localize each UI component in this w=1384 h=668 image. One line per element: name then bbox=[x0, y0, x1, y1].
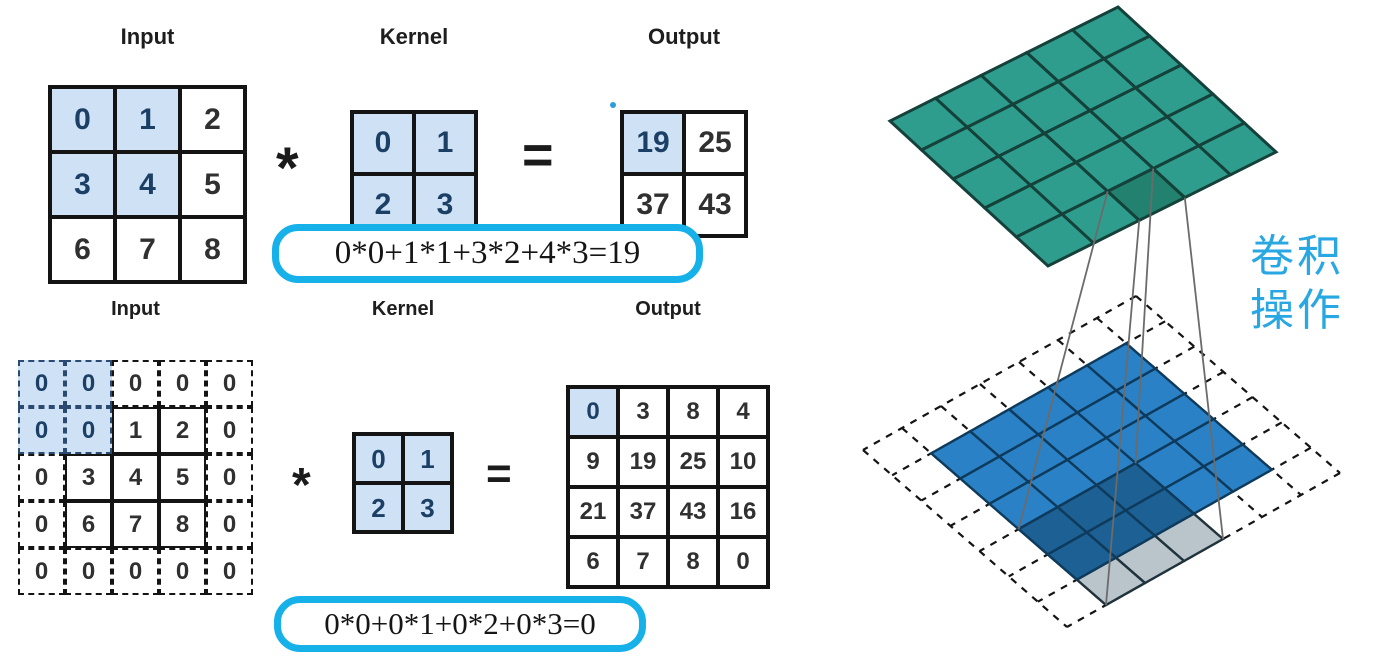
matrix-cell: 25 bbox=[684, 112, 746, 174]
matrix-cell: 0 bbox=[159, 360, 206, 407]
matrix-cell: 1 bbox=[115, 87, 180, 152]
cursor-dot bbox=[610, 102, 616, 108]
matrix-cell: 25 bbox=[668, 437, 718, 487]
matrix-cell: 2 bbox=[354, 483, 403, 532]
matrix-cell: 8 bbox=[180, 217, 245, 282]
matrix-cell: 4 bbox=[112, 454, 159, 501]
padding-grid-line bbox=[862, 295, 1137, 451]
formula-highlight-1: 0*0+1*1+3*2+4*3=19 bbox=[272, 224, 703, 283]
convolution-operator-1: * bbox=[276, 136, 299, 201]
matrix-cell: 1 bbox=[403, 434, 452, 483]
matrix-cell: 8 bbox=[159, 501, 206, 548]
matrix-cell: 2 bbox=[159, 407, 206, 454]
matrix-cell: 0 bbox=[159, 548, 206, 595]
matrix-cell: 43 bbox=[668, 487, 718, 537]
matrix-cell: 9 bbox=[568, 437, 618, 487]
matrix-cell: 5 bbox=[159, 454, 206, 501]
matrix-cell: 3 bbox=[65, 454, 112, 501]
matrix-cell: 0 bbox=[718, 537, 768, 587]
matrix-cell: 3 bbox=[618, 387, 668, 437]
matrix-cell: 19 bbox=[618, 437, 668, 487]
matrix-cell: 0 bbox=[112, 360, 159, 407]
kernel-label-1: Kernel bbox=[379, 24, 449, 49]
matrix-cell: 4 bbox=[115, 152, 180, 217]
matrix-cell: 0 bbox=[65, 407, 112, 454]
matrix-cell: 0 bbox=[65, 360, 112, 407]
matrix-cell: 0 bbox=[112, 548, 159, 595]
matrix-cell: 1 bbox=[414, 112, 476, 174]
matrix-cell: 3 bbox=[50, 152, 115, 217]
window-input-cell bbox=[1045, 530, 1118, 582]
matrix-cell: 0 bbox=[206, 360, 253, 407]
matrix-cell: 21 bbox=[568, 487, 618, 537]
formula-highlight-2: 0*0+0*1+0*2+0*3=0 bbox=[274, 596, 646, 652]
padding-grid-line bbox=[862, 449, 1068, 628]
matrix-cell: 8 bbox=[668, 387, 718, 437]
matrix-cell: 8 bbox=[668, 537, 718, 587]
input-label-1: Input bbox=[120, 24, 175, 49]
matrix-cell: 7 bbox=[115, 217, 180, 282]
matrix-cell: 0 bbox=[18, 407, 65, 454]
convolution-3d-illustration bbox=[862, 5, 1341, 628]
kernel-label-2: Kernel bbox=[371, 298, 435, 320]
matrix-cell: 6 bbox=[65, 501, 112, 548]
matrix-cell: 43 bbox=[684, 174, 746, 236]
equals-sign-1: = bbox=[522, 125, 554, 185]
matrix-cell: 10 bbox=[718, 437, 768, 487]
matrix-cell: 0 bbox=[18, 501, 65, 548]
output-sheet-cell bbox=[1013, 212, 1097, 268]
matrix-cell: 3 bbox=[403, 483, 452, 532]
matrix-cell: 37 bbox=[618, 487, 668, 537]
matrix-cell: 0 bbox=[18, 454, 65, 501]
output-label-2: Output bbox=[635, 298, 701, 320]
equals-sign-2: = bbox=[486, 449, 512, 498]
matrix-cell: 0 bbox=[206, 501, 253, 548]
matrix-cell: 1 bbox=[112, 407, 159, 454]
padding-grid-line bbox=[1135, 295, 1341, 474]
annotation-line-2: 操作 bbox=[1250, 286, 1344, 335]
convolution-operator-2: * bbox=[292, 459, 311, 512]
annotation-text: 卷积 操作 bbox=[1250, 230, 1344, 338]
matrix-cell: 0 bbox=[18, 360, 65, 407]
matrix-cell: 0 bbox=[568, 387, 618, 437]
matrix-cell: 0 bbox=[65, 548, 112, 595]
matrix-cell: 5 bbox=[180, 152, 245, 217]
projection-line bbox=[1105, 220, 1141, 606]
matrix-cell: 6 bbox=[50, 217, 115, 282]
matrix-cell: 7 bbox=[618, 537, 668, 587]
annotation-line-1: 卷积 bbox=[1250, 232, 1344, 281]
output-label-1: Output bbox=[647, 24, 721, 49]
projection-line bbox=[1183, 197, 1224, 540]
matrix-cell: 0 bbox=[352, 112, 414, 174]
matrix-cell: 2 bbox=[180, 87, 245, 152]
matrix-cell: 6 bbox=[568, 537, 618, 587]
projection-line bbox=[1134, 168, 1155, 464]
matrix-cell: 0 bbox=[206, 548, 253, 595]
matrix-cell: 19 bbox=[622, 112, 684, 174]
matrix-cell: 0 bbox=[18, 548, 65, 595]
matrix-cell: 4 bbox=[718, 387, 768, 437]
matrix-cell: 0 bbox=[206, 454, 253, 501]
matrix-cell: 7 bbox=[112, 501, 159, 548]
input-label-2: Input bbox=[111, 298, 160, 320]
matrix-cell: 0 bbox=[50, 87, 115, 152]
matrix-cell: 0 bbox=[206, 407, 253, 454]
matrix-cell: 0 bbox=[354, 434, 403, 483]
projection-line bbox=[1017, 191, 1109, 530]
matrix-cell: 16 bbox=[718, 487, 768, 537]
